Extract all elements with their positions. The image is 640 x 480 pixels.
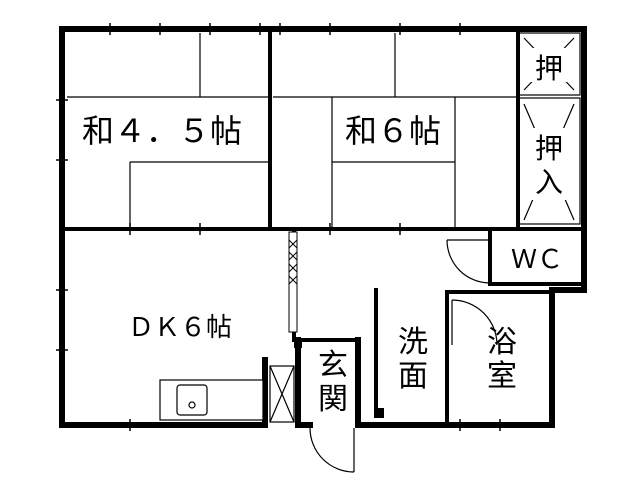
room-label-washitsu-45: 和４．５帖 [82, 112, 242, 150]
room-label-closet-upper: 押 [535, 52, 563, 85]
room-label-genkan-2: 関 [318, 382, 348, 417]
room-label-senmen-1: 洗 [398, 325, 428, 360]
room-label-bath-1: 浴 [487, 325, 517, 360]
room-label-washitsu-6: 和６帖 [345, 112, 441, 150]
room-label-senmen-2: 面 [398, 359, 428, 394]
door-entrance [309, 427, 355, 473]
shoe-cabinet [269, 365, 295, 423]
room-label-bath-2: 室 [487, 359, 517, 394]
door-bath [451, 299, 498, 346]
room-label-closet-lower-2: 入 [535, 166, 563, 199]
room-label-wc: ＷＣ [511, 245, 563, 275]
wall-posts [294, 340, 384, 418]
kitchen-counter [159, 379, 264, 421]
window-marks [56, 23, 501, 431]
room-label-dk: ＤＫ６帖 [128, 313, 232, 343]
sliding-door-dk [288, 231, 298, 333]
closet-label-bg-2 [520, 128, 578, 200]
closet-label-bg [520, 48, 578, 82]
door-wc [446, 239, 491, 284]
tatami-lines [67, 33, 518, 228]
room-label-genkan-1: 玄 [318, 348, 348, 383]
room-label-closet-lower-1: 押 [535, 132, 563, 165]
